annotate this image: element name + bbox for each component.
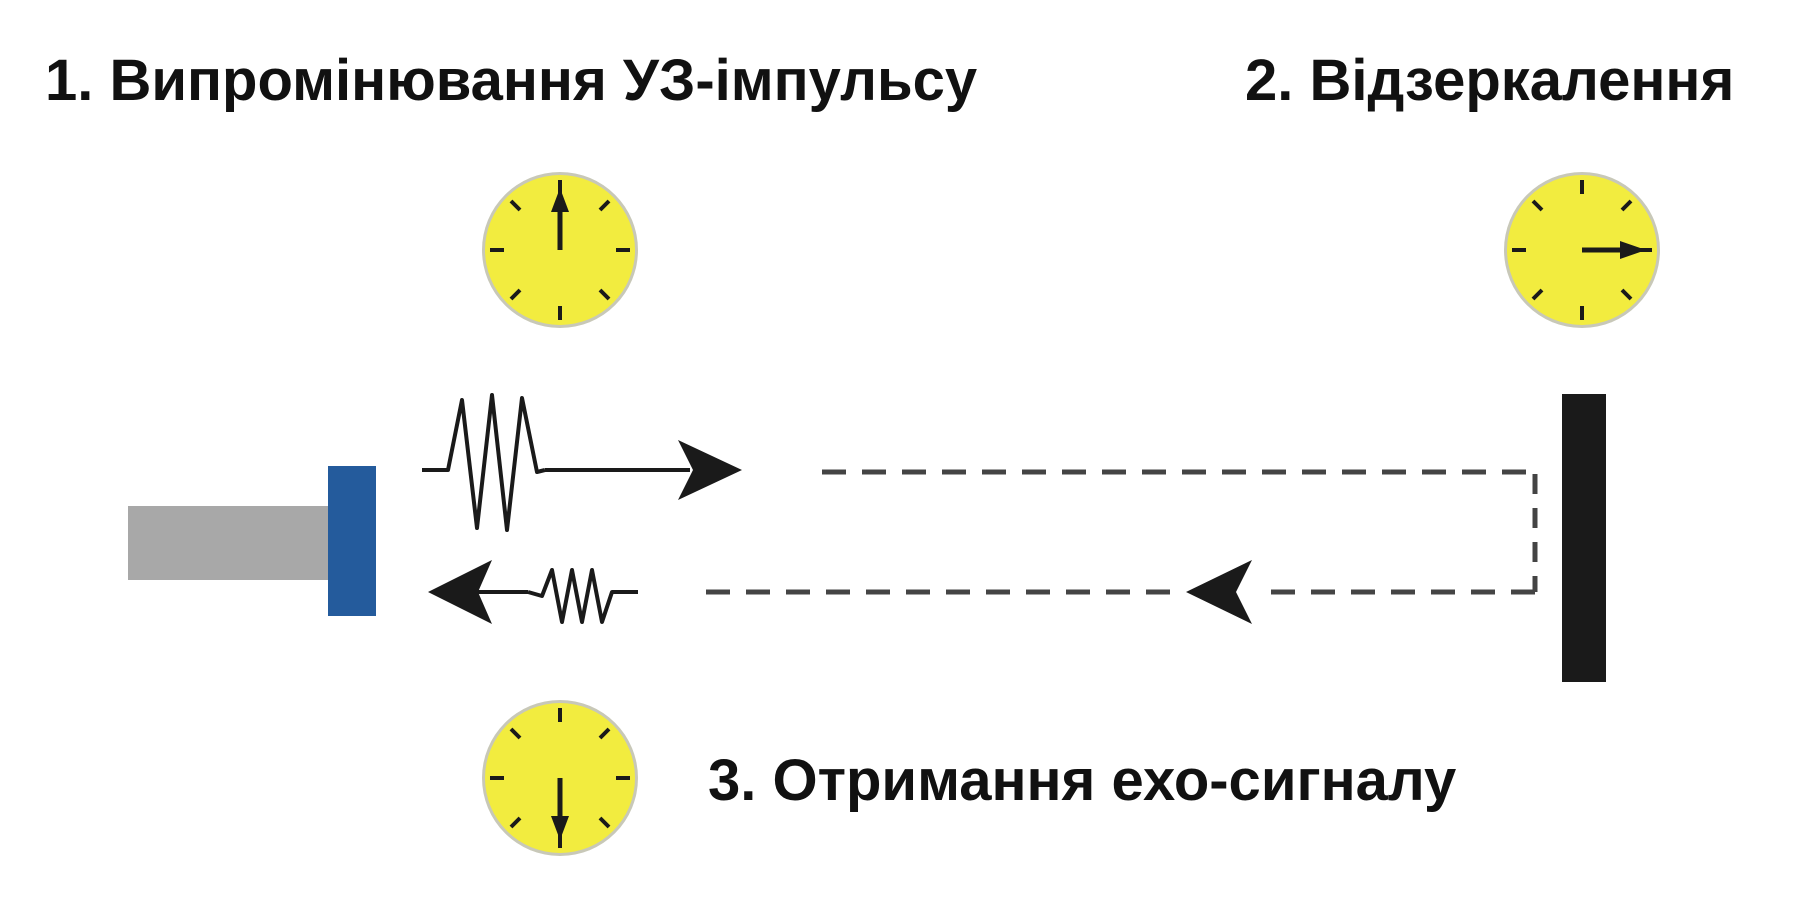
echo-pulse-wave: [527, 568, 638, 624]
return-arrow-icon: [1186, 560, 1252, 624]
emitted-pulse-wave: [422, 393, 546, 532]
step-3-reception-label: 3. Отримання ехо-сигналу: [708, 748, 1457, 813]
emission-clock-icon: [482, 172, 638, 328]
step-2-reflection-label: 2. Відзеркалення: [1245, 48, 1735, 113]
reflection-clock-icon: [1504, 172, 1660, 328]
reception-clock-icon: [482, 700, 638, 856]
transducer-head: [328, 466, 376, 616]
transducer-body: [128, 506, 332, 580]
outgoing-arrow-icon: [678, 440, 742, 500]
reflector: [1562, 394, 1606, 682]
step-1-emission-label: 1. Випромінювання УЗ-імпульсу: [45, 48, 978, 113]
incoming-arrow-icon: [428, 560, 492, 624]
